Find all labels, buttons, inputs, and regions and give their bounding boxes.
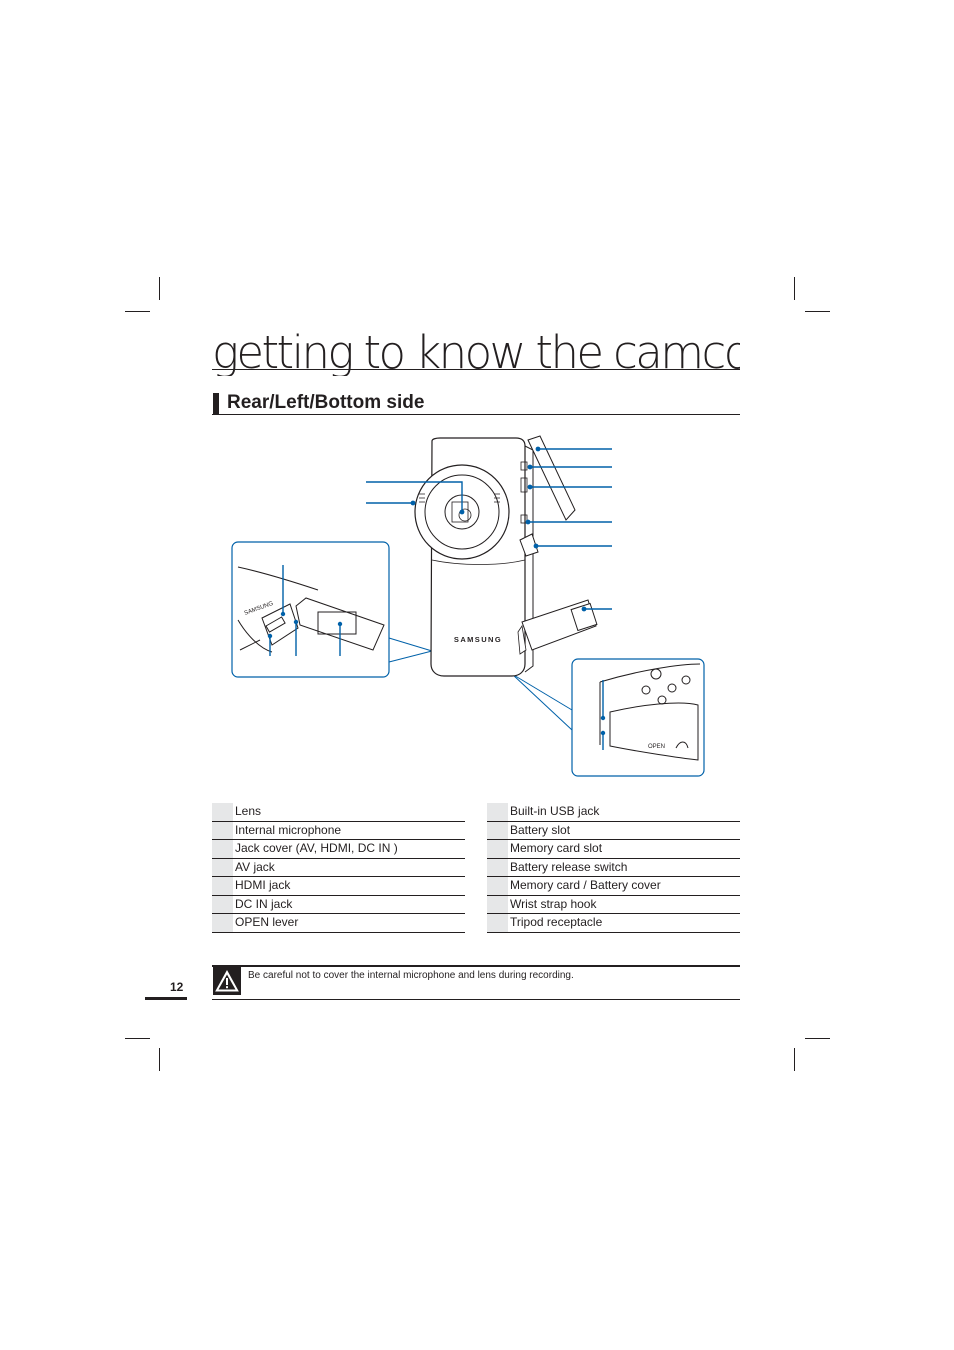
crop-mark-bottom-left-v: [159, 1048, 160, 1071]
table-row: Memory card slot: [487, 840, 740, 859]
note-bottom-rule: [212, 999, 740, 1000]
bottom-inset-frame: [571, 658, 705, 777]
row-number-cell: [212, 840, 233, 858]
part-label: Lens: [235, 804, 262, 818]
part-label: Memory card / Battery cover: [510, 878, 661, 892]
part-label: Internal microphone: [235, 822, 342, 837]
part-label: AV jack: [235, 859, 275, 874]
parts-table-left: Lens Internal microphone Jack cover (AV,…: [212, 803, 465, 933]
camcorder-body: [414, 435, 598, 677]
crop-mark-top-right-h: [805, 311, 830, 312]
title-underline: [212, 369, 740, 370]
caution-note: Be careful not to cover the internal mic…: [248, 970, 574, 981]
page-number: 12: [170, 980, 184, 994]
table-row: Lens: [212, 803, 465, 822]
crop-mark-bottom-left-h: [125, 1038, 150, 1039]
table-row: Tripod receptacle: [487, 914, 740, 933]
part-label: OPEN lever: [235, 915, 299, 929]
table-row: OPEN lever: [212, 914, 465, 933]
crop-mark-top-right-v: [794, 277, 795, 300]
row-number-cell: [212, 821, 233, 839]
left-inset-callout-lines: [269, 565, 341, 656]
row-number-cell: [487, 840, 508, 858]
row-number-cell: [212, 877, 233, 895]
table-row: AV jack: [212, 858, 465, 877]
parts-table-right: Built-in USB jack Battery slot Memory ca…: [487, 803, 740, 933]
row-number-cell: [487, 877, 508, 895]
table-row: Wrist strap hook: [487, 895, 740, 914]
section-title: Rear/Left/Bottom side: [227, 392, 425, 413]
row-number-cell: [487, 858, 508, 876]
table-row: Built-in USB jack: [487, 803, 740, 822]
note-top-rule: [212, 965, 740, 967]
table-row: DC IN jack: [212, 895, 465, 914]
body-callout-lines: [366, 448, 612, 610]
part-label: Tripod receptacle: [510, 915, 603, 929]
row-number-cell: [487, 821, 508, 839]
table-row: Memory card / Battery cover: [487, 877, 740, 896]
part-label: Battery release switch: [510, 859, 628, 874]
bottom-inset-text: OPEN: [648, 744, 665, 750]
table-row: Battery slot: [487, 821, 740, 840]
body-brand-text: SAMSUNG: [454, 635, 502, 644]
part-label: Wrist strap hook: [510, 896, 597, 911]
crop-mark-top-left-v: [159, 277, 160, 300]
page-title: getting to know the camcorder: [212, 330, 740, 376]
table-row: HDMI jack: [212, 877, 465, 896]
row-number-cell: [212, 914, 233, 932]
warning-icon: [213, 967, 241, 995]
row-number-cell: [212, 858, 233, 876]
part-label: Battery slot: [510, 822, 571, 837]
table-row: Internal microphone: [212, 821, 465, 840]
section-marker: [213, 393, 219, 415]
crop-mark-top-left-h: [125, 311, 150, 312]
table-row: Jack cover (AV, HDMI, DC IN ): [212, 840, 465, 859]
row-number-cell: [487, 895, 508, 913]
bottom-inset-callouts: [600, 680, 606, 750]
part-label: Jack cover (AV, HDMI, DC IN ): [235, 841, 398, 855]
part-label: Built-in USB jack: [510, 804, 600, 818]
crop-mark-bottom-right-v: [794, 1048, 795, 1071]
table-row: Battery release switch: [487, 858, 740, 877]
section-underline: [212, 414, 740, 415]
row-number-cell: [212, 895, 233, 913]
part-label: DC IN jack: [235, 896, 293, 911]
part-label: HDMI jack: [235, 878, 291, 892]
bottom-inset-drawing: [599, 663, 701, 761]
row-number-cell: [487, 803, 508, 821]
row-number-cell: [212, 803, 233, 821]
row-number-cell: [487, 914, 508, 932]
crop-mark-bottom-right-h: [805, 1038, 830, 1039]
page-number-rule: [145, 997, 187, 1000]
part-label: Memory card slot: [510, 841, 603, 855]
inset-connectors: [388, 637, 573, 731]
